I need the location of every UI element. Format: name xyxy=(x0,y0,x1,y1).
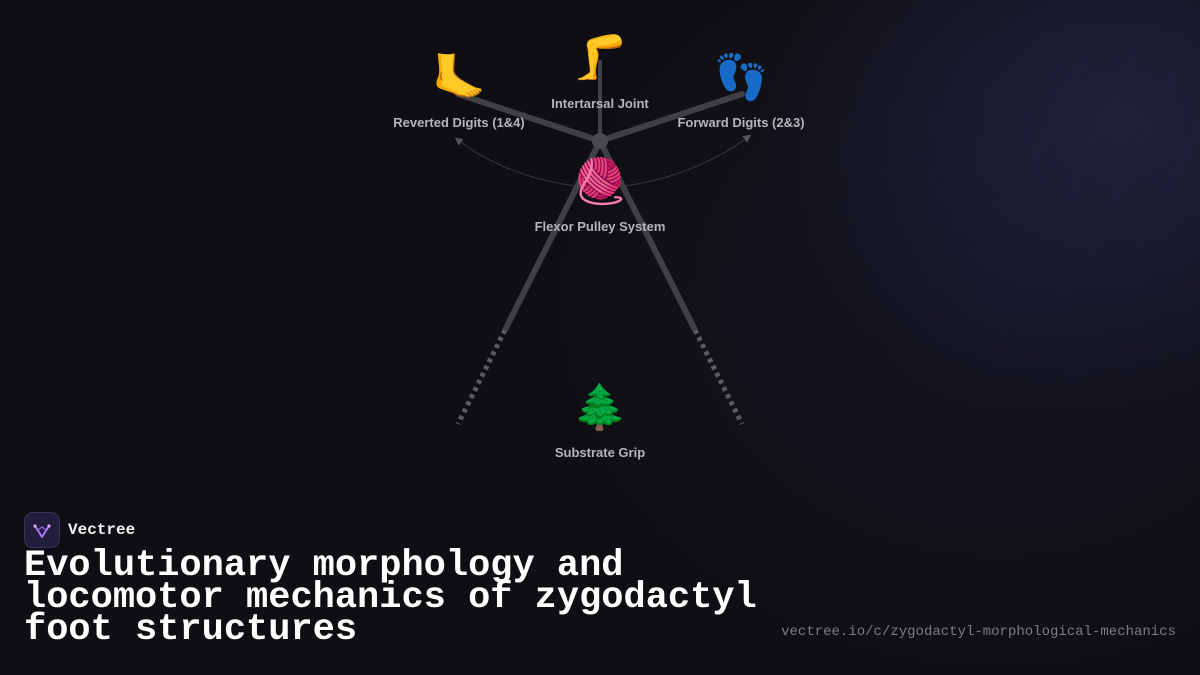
intertarsal-icon: 🦵 xyxy=(572,33,628,82)
leg-left xyxy=(502,139,603,332)
intertarsal-label: Intertarsal Joint xyxy=(551,96,649,111)
page-title: Evolutionary morphology and locomotor me… xyxy=(24,545,757,651)
vectree-logo-icon xyxy=(24,512,60,548)
leg-right-dashed xyxy=(692,328,745,426)
arc-right xyxy=(607,134,752,189)
flexor-pulley-label: Flexor Pulley System xyxy=(534,219,666,234)
leg-left-dashed xyxy=(455,328,508,426)
source-url[interactable]: vectree.io/c/zygodactyl-morphological-me… xyxy=(781,624,1176,640)
substrate-grip-label: Substrate Grip xyxy=(554,445,646,460)
flexor-pulley-icon: 🧶 xyxy=(572,157,628,206)
brand: Vectree xyxy=(24,512,135,548)
reverted-digits-icon: 🦶 xyxy=(431,53,487,102)
arc-left xyxy=(454,137,593,189)
forward-digits-label: Forward Digits (2&3) xyxy=(677,115,805,130)
reverted-digits-label: Reverted Digits (1&4) xyxy=(393,115,525,130)
forward-digits-icon: 👣 xyxy=(713,53,769,102)
brand-name: Vectree xyxy=(68,521,136,539)
limb-reverted xyxy=(455,91,603,144)
limb-forward xyxy=(597,91,745,144)
substrate-grip-icon: 🌲 xyxy=(572,383,628,432)
leg-right xyxy=(597,139,698,332)
joint-hub xyxy=(592,133,608,149)
